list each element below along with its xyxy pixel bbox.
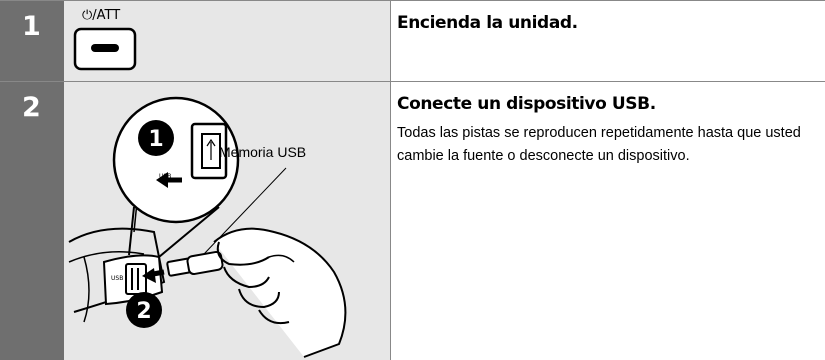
- usb-connection-illustration: USB USB 1: [68, 96, 347, 358]
- step-body: Todas las pistas se reproducen repetidam…: [397, 125, 801, 164]
- usb-port-label: USB: [111, 275, 123, 282]
- step-row-1: 1 ⏻/ATT Encienda la unidad.: [0, 0, 825, 82]
- step-number: 2: [22, 92, 41, 123]
- step-number-cell: 2: [0, 82, 64, 360]
- power-button-icon: [73, 27, 137, 71]
- step-number: 1: [22, 11, 41, 42]
- marker-1: 1: [148, 127, 163, 152]
- step-illustration: USB USB 1: [64, 82, 391, 360]
- step-illustration: ⏻/ATT: [64, 1, 391, 81]
- step-number-cell: 1: [0, 1, 64, 81]
- step-row-2: 2 USB: [0, 82, 825, 360]
- power-att-label: ⏻/ATT: [82, 8, 121, 23]
- step-heading: Encienda la unidad.: [397, 13, 578, 33]
- step-heading: Conecte un dispositivo USB.: [397, 94, 656, 114]
- usb-memory-callout: Memoria USB: [219, 144, 307, 160]
- marker-2: 2: [136, 299, 151, 324]
